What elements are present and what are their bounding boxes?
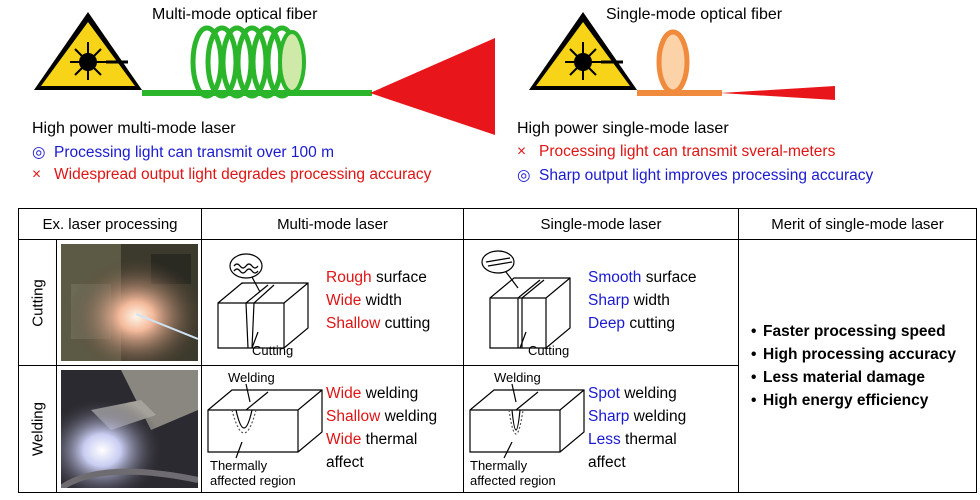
spot-weld-diagram (469, 383, 585, 459)
multimode-cutting-desc: Rough surface Wide width Shallow cutting (326, 269, 431, 332)
cutting-label: Cutting (528, 343, 570, 358)
multimode-beam (370, 38, 495, 135)
merit-list: •Faster processing speed •High processin… (739, 320, 976, 412)
singlemode-welding-desc: Spot welding Sharp welding Less thermal … (588, 385, 687, 471)
table-row-cutting: Cutting (18, 239, 977, 493)
smooth-cut-diagram (481, 250, 571, 349)
welding-photo-cell (56, 365, 202, 493)
multimode-fiber-coil (142, 25, 372, 99)
list-item: •High processing accuracy (751, 346, 956, 363)
good-symbol-icon: ◎ (32, 144, 46, 161)
row-label-welding: Welding (18, 365, 57, 493)
multimode-fiber-title: Multi-mode optical fiber (152, 6, 318, 23)
cutting-label: Cutting (252, 343, 294, 358)
list-item: •Less material damage (751, 369, 925, 386)
cutting-multimode-cell: Cutting Rough surface Wide width Shallow… (201, 239, 464, 366)
singlemode-fiber-coil (637, 29, 722, 96)
table-header-row: Ex. laser processing Multi-mode laser Si… (18, 208, 977, 240)
singlemode-heading: High power single-mode laser (517, 120, 729, 137)
welding-photo (61, 370, 198, 488)
singlemode-disadvantage: ×Processing light can transmit sveral-me… (517, 143, 836, 160)
list-item: •High energy efficiency (751, 392, 929, 409)
merit-cell: •Faster processing speed •High processin… (738, 239, 977, 493)
cutting-photo-cell (56, 239, 202, 366)
welding-label: Welding (494, 370, 541, 385)
header-singlemode: Single-mode laser (463, 208, 739, 240)
welding-multimode-cell: Welding Thermally affected region Wide w… (201, 365, 464, 493)
list-item: •Faster processing speed (751, 323, 946, 340)
singlemode-advantage: ◎Sharp output light improves processing … (517, 167, 874, 184)
singlemode-fiber-title: Single-mode optical fiber (606, 6, 783, 23)
fiber-illustration (34, 12, 835, 135)
thermal-region-label: Thermally affected region (470, 458, 556, 488)
multimode-welding-desc: Wide welding Shallow welding Wide therma… (326, 385, 438, 471)
wide-weld-diagram (207, 383, 323, 459)
bad-symbol-icon: × (517, 143, 527, 160)
multimode-advantage: ◎Processing light can transmit over 100 … (32, 144, 334, 161)
header-example: Ex. laser processing (18, 208, 202, 240)
rough-cut-diagram (217, 253, 309, 349)
table-row-welding: Welding (18, 365, 977, 493)
cutting-photo (61, 244, 198, 361)
thermal-region-label: Thermally affected region (210, 458, 296, 488)
singlemode-beam (720, 86, 835, 100)
good-symbol-icon: ◎ (517, 167, 531, 184)
welding-singlemode-cell: Welding Thermally affected region Spot w… (463, 365, 739, 493)
welding-label: Welding (228, 370, 275, 385)
multimode-disadvantage: ×Widespread output light degrades proces… (32, 166, 432, 183)
bad-symbol-icon: × (32, 166, 42, 183)
cutting-singlemode-cell: Cutting Smooth surface Sharp width Deep … (463, 239, 739, 366)
singlemode-cutting-desc: Smooth surface Sharp width Deep cutting (588, 269, 697, 332)
laser-warning-icon (34, 12, 142, 90)
multimode-heading: High power multi-mode laser (32, 120, 236, 137)
row-label-cutting: Cutting (18, 239, 57, 366)
laser-warning-icon (529, 12, 637, 90)
header-multimode: Multi-mode laser (201, 208, 464, 240)
comparison-table: Ex. laser processing Multi-mode laser Si… (18, 208, 977, 493)
header-merit: Merit of single-mode laser (738, 208, 977, 240)
